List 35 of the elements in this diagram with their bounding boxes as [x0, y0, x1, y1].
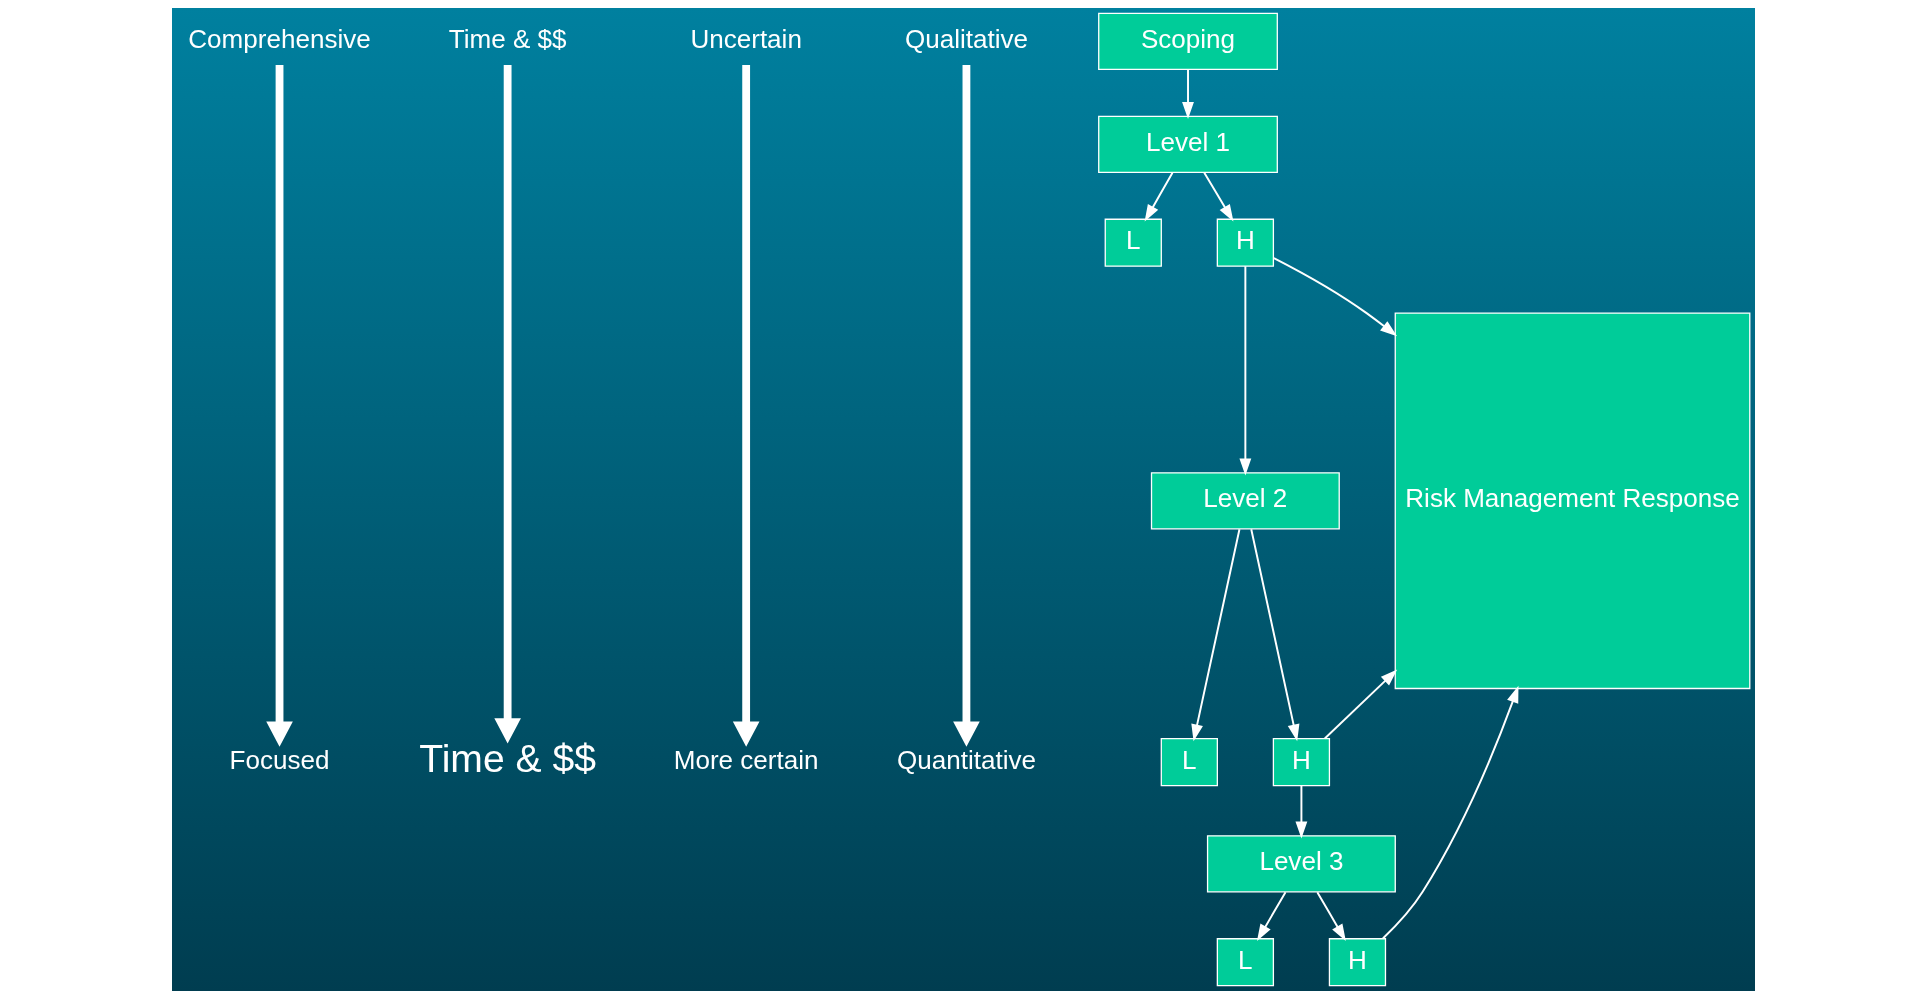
node-box: Level 1	[1097, 115, 1278, 173]
arrow	[952, 64, 980, 747]
node-box: Scoping	[1097, 12, 1278, 71]
arrow	[1202, 171, 1233, 222]
node-text: More certain	[673, 744, 819, 775]
arrow	[1323, 669, 1397, 740]
arrow	[1144, 171, 1173, 222]
node-box: Level 2	[1150, 472, 1340, 530]
arrow	[1238, 265, 1251, 476]
node-box: L	[1216, 938, 1274, 987]
arrow	[493, 64, 521, 744]
node-text: Quantitative	[896, 744, 1036, 775]
node-text: Time & $$	[418, 736, 596, 780]
arrow	[1256, 891, 1286, 942]
arrow	[1272, 257, 1397, 337]
node-box: Level 3	[1206, 835, 1396, 893]
node-box: L	[1104, 218, 1162, 267]
arrow	[1381, 685, 1518, 940]
node-box: H	[1328, 938, 1386, 987]
arrow	[265, 64, 293, 747]
node-text: Focused	[229, 744, 329, 775]
arrow	[1181, 68, 1194, 119]
node-box: L	[1160, 738, 1218, 787]
arrow	[1190, 528, 1240, 742]
node-text: Time & $$	[448, 23, 566, 54]
node-box: Risk Management Response	[1394, 312, 1750, 690]
arrow	[1315, 891, 1346, 942]
arrow	[1294, 784, 1307, 839]
node-box: H	[1272, 738, 1330, 787]
arrow	[1249, 528, 1299, 742]
arrow	[732, 64, 759, 747]
node-text: Comprehensive	[187, 23, 371, 54]
node-text: Uncertain	[689, 23, 802, 54]
node-text: Qualitative	[904, 23, 1028, 54]
node-box: H	[1216, 218, 1274, 267]
